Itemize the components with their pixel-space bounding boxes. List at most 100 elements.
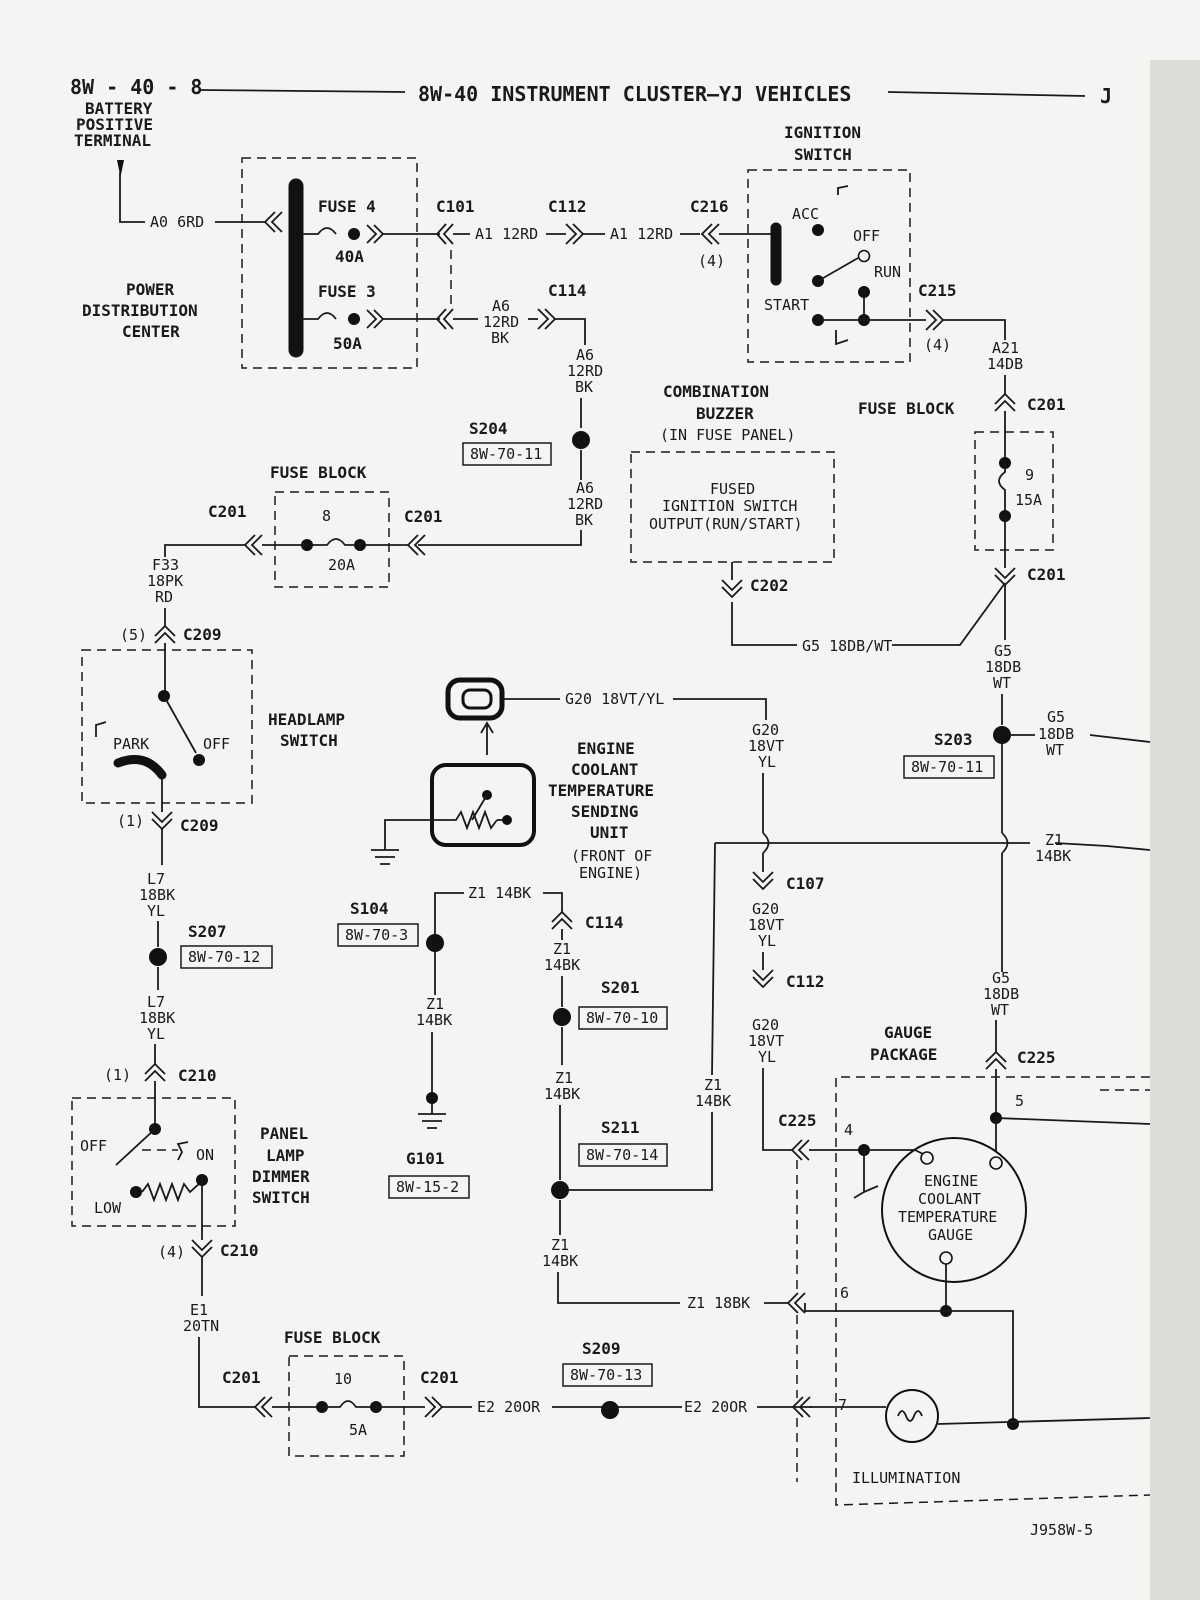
wire-a21-corner — [943, 319, 1006, 340]
ignition-acc: ACC — [792, 205, 819, 223]
gauge-pin-6: 6 — [840, 1284, 849, 1302]
c112-label-top: C112 — [548, 197, 587, 216]
wire-gauge-bus-right — [995, 1117, 1151, 1125]
gauge-package-title-2: PACKAGE — [870, 1045, 937, 1064]
connector-chevron-icon — [994, 392, 1016, 412]
wire-z1-label-b-1: Z1 — [704, 1076, 722, 1094]
s211-ref: 8W-70-14 — [586, 1146, 658, 1164]
c114-label-top: C114 — [548, 281, 587, 300]
fuse-block-8-title: FUSE BLOCK — [270, 463, 367, 482]
fuse4-symbol — [302, 227, 337, 235]
sender-title-3: TEMPERATURE — [548, 781, 654, 800]
sender-terminal — [502, 815, 512, 825]
connector-chevron-icon — [790, 1139, 810, 1161]
ignition-off-terminal — [857, 249, 871, 263]
wire-z1-label-b-2: 14BK — [695, 1092, 731, 1110]
wire-g20-label-a-1: G20 — [752, 721, 779, 739]
s211-ref-box — [578, 1143, 668, 1167]
wire-g20-label-c-2: 18VT — [748, 1032, 784, 1050]
buzzer-body-2: IGNITION SWITCH — [662, 497, 797, 515]
buzzer-box — [630, 451, 835, 563]
wire-z1-offpage — [1054, 842, 1151, 851]
fuse8-number: 8 — [322, 507, 331, 525]
connector-chevron-icon — [565, 223, 585, 245]
c201-label-8-left: C201 — [208, 502, 247, 521]
sender-resistor — [445, 809, 498, 831]
gauge-label-1: ENGINE — [924, 1172, 978, 1190]
headlamp-blade — [163, 695, 197, 754]
battery-arrow-icon — [117, 160, 124, 177]
s209-ref: 8W-70-13 — [570, 1366, 642, 1384]
c225-label-g5: C225 — [1017, 1048, 1056, 1067]
illumination-bulb-icon — [885, 1389, 939, 1443]
buzzer-title-2: BUZZER — [696, 404, 754, 423]
wire-z1-label-f-2: 14BK — [542, 1252, 578, 1270]
dimmer-low: LOW — [94, 1199, 122, 1217]
c210-pin-bottom: (4) — [158, 1243, 185, 1261]
wire-a21-label-1: A21 — [992, 339, 1019, 357]
connector-chevron-icon — [786, 1292, 806, 1314]
connector-chevron-icon — [424, 1396, 444, 1418]
wire-z1-to-s211 — [560, 1112, 713, 1191]
wire-z1-s104-top — [434, 892, 464, 936]
headlamp-off: OFF — [203, 735, 230, 753]
wire-g5-label-b-2: 18DB — [1038, 725, 1074, 743]
wire-a6-label-c-2: 12RD — [567, 495, 603, 513]
wire-g20-label-a-2: 18VT — [748, 737, 784, 755]
gauge-label-4: GAUGE — [928, 1226, 973, 1244]
wire-a0-riser — [119, 172, 145, 223]
s203-label: S203 — [934, 730, 973, 749]
fuse4-terminal-dot — [348, 228, 360, 240]
buzzer-body-1: FUSED — [710, 480, 755, 498]
page-code: 8W - 40 - 8 — [70, 75, 202, 99]
pdc-label-3: CENTER — [122, 322, 180, 341]
wire-a6-label-b-3: BK — [575, 378, 593, 396]
wire-g20-corner — [673, 698, 767, 720]
ignition-blade — [817, 257, 859, 282]
s209-splice-dot — [601, 1401, 619, 1419]
s207-ref: 8W-70-12 — [188, 948, 260, 966]
c201-label-10-left: C201 — [222, 1368, 261, 1387]
buzzer-note: (IN FUSE PANEL) — [660, 426, 795, 444]
g101-label: G101 — [406, 1149, 445, 1168]
sender-body — [430, 763, 536, 847]
s204-ref: 8W-70-11 — [470, 445, 542, 463]
dimmer-blade — [115, 1128, 156, 1166]
engine-coolant-temperature-gauge — [881, 1137, 1027, 1283]
dimmer-title-4: SWITCH — [252, 1188, 310, 1207]
dimmer-switch-box — [71, 1097, 236, 1227]
s204-label: S204 — [469, 419, 508, 438]
wire-a6-label-a-1: A6 — [492, 297, 510, 315]
connector-chevron-icon — [537, 308, 557, 330]
s207-label: S207 — [188, 922, 227, 941]
connector-chevron-icon — [144, 1062, 166, 1082]
dimmer-rheostat — [141, 1181, 202, 1203]
s104-label: S104 — [350, 899, 389, 918]
wire-f33-label-1: F33 — [152, 556, 179, 574]
connector-chevron-icon — [243, 534, 263, 556]
connector-chevron-icon — [721, 579, 743, 599]
s211-label: S211 — [601, 1118, 640, 1137]
wire-f33-corner — [164, 544, 245, 557]
wire-g5-label-a-2: 18DB — [985, 658, 1021, 676]
fuse4-rating: 40A — [335, 247, 364, 266]
wire-a6-label-a-2: 12RD — [483, 313, 519, 331]
wire-e2-label-1: E2 20OR — [477, 1398, 541, 1416]
sender-connector-plug — [461, 688, 493, 710]
c202-label: C202 — [750, 576, 789, 595]
s207-ref-box — [180, 945, 273, 969]
c101-label: C101 — [436, 197, 475, 216]
c216-label: C216 — [690, 197, 729, 216]
gauge-pin-7: 7 — [838, 1396, 847, 1414]
fuse10-rating: 5A — [349, 1421, 367, 1439]
wire-l7-label-a-3: YL — [147, 902, 165, 920]
wire-g5-label-c-2: 18DB — [983, 985, 1019, 1003]
fuse3-rating: 50A — [333, 334, 362, 353]
wire-e2-label-bg — [682, 1399, 757, 1417]
dimmer-off: OFF — [80, 1137, 107, 1155]
sender-title-4: SENDING — [571, 802, 638, 821]
connector-chevron-icon — [191, 1239, 213, 1259]
c201-label-9-bottom: C201 — [1027, 565, 1066, 584]
ground-symbol-icon — [371, 849, 399, 865]
sender-title-1: ENGINE — [577, 739, 635, 758]
